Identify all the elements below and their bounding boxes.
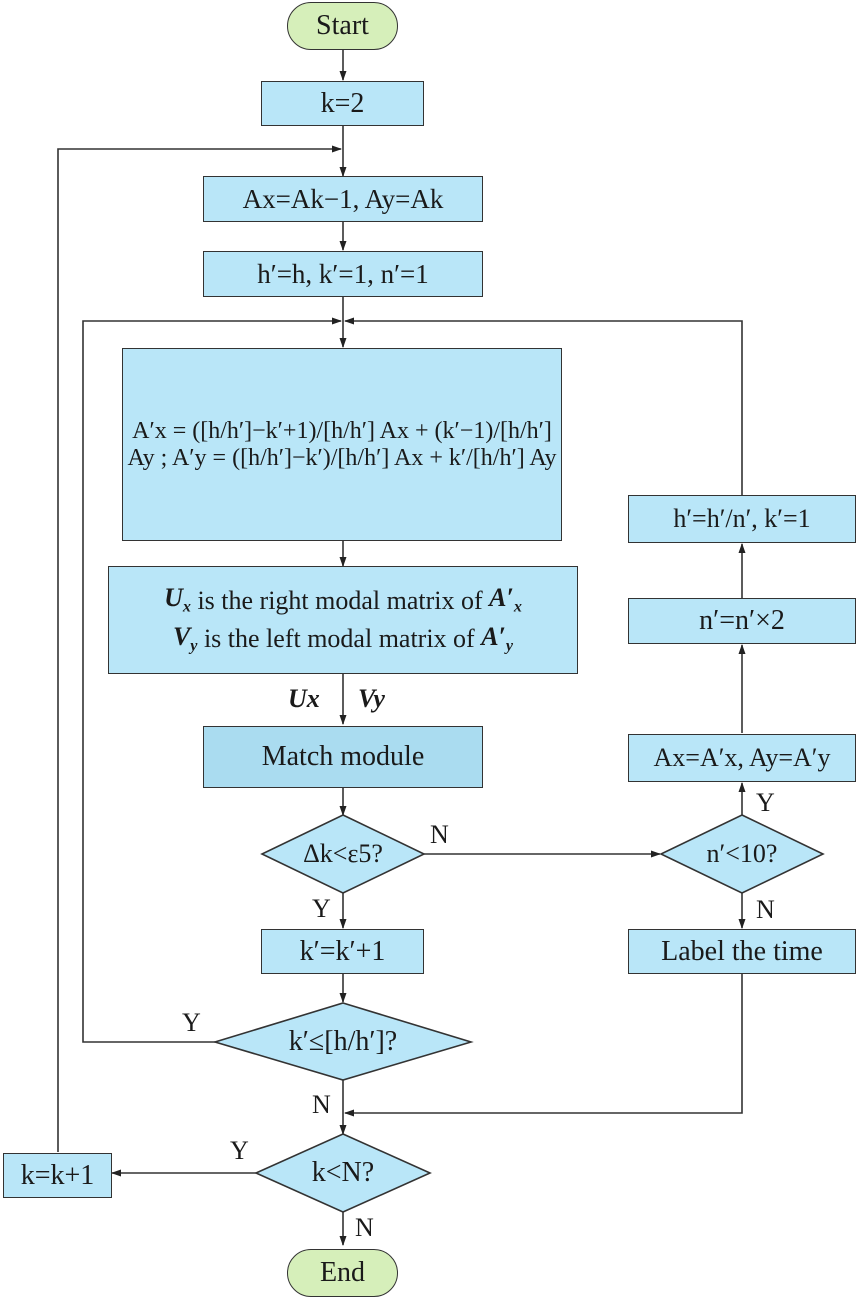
edge-update-to-loop [344,317,743,495]
init-primes-box: h′=h, k′=1, n′=1 [203,251,483,297]
match-module-label: Match module [261,741,425,772]
match-module-box: Match module [203,726,483,788]
modal-line-1-text: is the right modal matrix of [190,585,490,615]
update-h-box: h′=h′/n′, k′=1 [628,495,856,543]
edge-label-to-merge [344,974,743,1117]
modal-matrix-box: Ux is the right modal matrix of A′x Vy i… [108,566,578,674]
label-ux: Ux [288,684,320,713]
double-n-box: n′=n′×2 [628,598,856,644]
decision-kprime-text: k′≤[h/h′]? [288,1025,398,1057]
decision-k-shape [254,1133,432,1213]
end-label: End [319,1257,366,1288]
label-delta-yes: Y [312,894,331,923]
label-time-box: Label the time [628,929,856,974]
decision-delta-shape [260,814,426,894]
decision-n-shape [659,814,825,894]
decision-k-text: k<N? [311,1157,375,1188]
modal-line-2: Vy is the left modal matrix of A′y [172,622,514,655]
assign-Aprime-box: Ax=A′x, Ay=A′y [628,734,856,782]
inc-k-box: k=k+1 [3,1153,112,1198]
decision-delta-text: Δk<ε5? [303,839,383,868]
decision-kprime-shape [212,1002,474,1081]
label-delta-no: N [430,820,449,849]
label-n-yes: Y [756,788,775,817]
formula-box: A′x = ([h/h′]−k′+1)/[h/h′] Ax + (k′−1)/[… [122,348,562,541]
modal-line-1: Ux is the right modal matrix of A′x [164,583,522,616]
label-k-no: N [355,1213,374,1242]
decision-n-text: n′<10? [706,839,778,868]
assign-A-box: Ax=Ak−1, Ay=Ak [203,176,483,222]
edge-outer-loop [57,145,342,1152]
label-kprime-no: N [312,1090,331,1119]
end-terminal: End [287,1249,398,1297]
start-label: Start [316,10,369,41]
edge-inner-loop [82,317,342,1043]
inc-kprime-box: k′=k′+1 [261,929,424,974]
modal-line-2-text: is the left modal matrix of [197,624,482,654]
label-vy: Vy [358,684,385,713]
label-k-yes: Y [230,1136,249,1165]
label-kprime-yes: Y [182,1008,201,1037]
label-n-no: N [756,895,775,924]
init-k-box: k=2 [261,81,424,126]
start-terminal: Start [287,2,398,50]
label-time-label: Label the time [661,935,823,967]
